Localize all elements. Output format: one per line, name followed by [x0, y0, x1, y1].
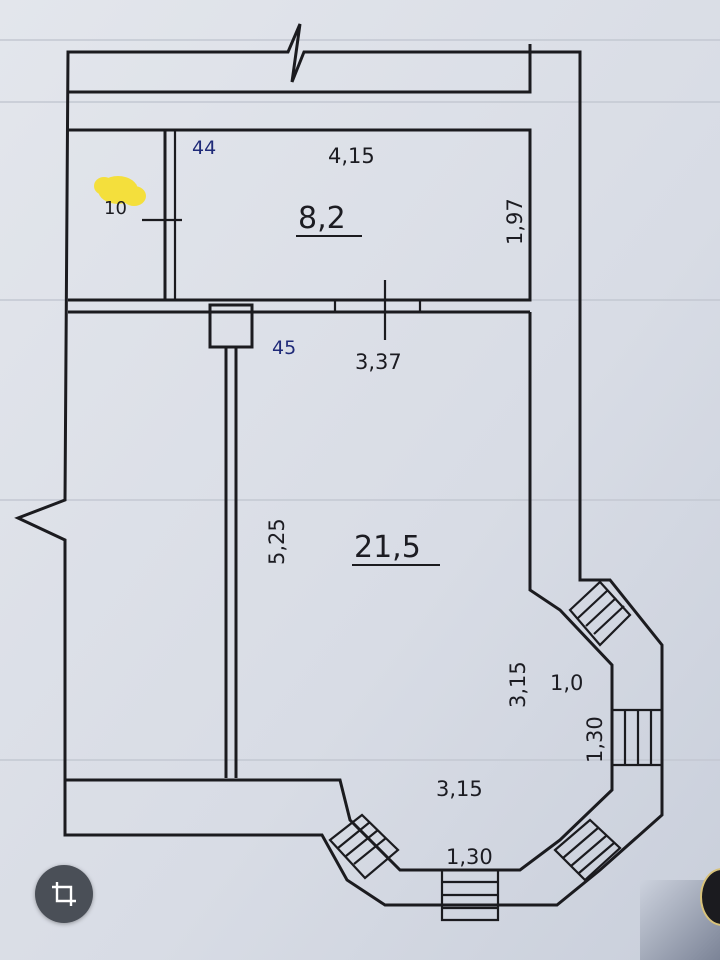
crop-button[interactable] — [35, 865, 93, 923]
window-bottom-left — [328, 813, 400, 880]
room-large-height: 5,25 — [265, 518, 289, 565]
crop-icon — [52, 882, 76, 906]
room-small-area: 8,2 — [298, 201, 346, 236]
top-band-wall — [68, 44, 532, 94]
room-small-walls — [68, 128, 532, 302]
room-large-partition — [224, 347, 238, 778]
window-bay-right — [610, 708, 664, 767]
corridor-door-mark — [333, 280, 422, 340]
bay-bottom-length: 3,15 — [436, 777, 483, 801]
room-large-walls — [65, 312, 614, 872]
window-bay-lower — [553, 818, 622, 882]
window-bay-upper — [568, 580, 632, 647]
outer-wall — [14, 23, 664, 907]
column — [208, 303, 254, 349]
room-small-height: 1,97 — [503, 198, 527, 245]
room-large-number: 45 — [272, 337, 296, 359]
window-bottom — [440, 868, 500, 922]
room-large-width: 3,37 — [355, 350, 402, 374]
room-small-number: 44 — [192, 137, 216, 159]
room-small-width: 4,15 — [328, 144, 375, 168]
bay-bottom-window-length: 1,30 — [446, 845, 493, 869]
room-large-area: 21,5 — [354, 530, 421, 565]
highlight-mark: 10 — [94, 176, 146, 219]
bay-segment-length: 1,0 — [550, 671, 583, 695]
hidden-room-number: 10 — [104, 198, 127, 219]
bay-side-length: 3,15 — [506, 661, 530, 708]
bay-window-length: 1,30 — [583, 716, 607, 763]
